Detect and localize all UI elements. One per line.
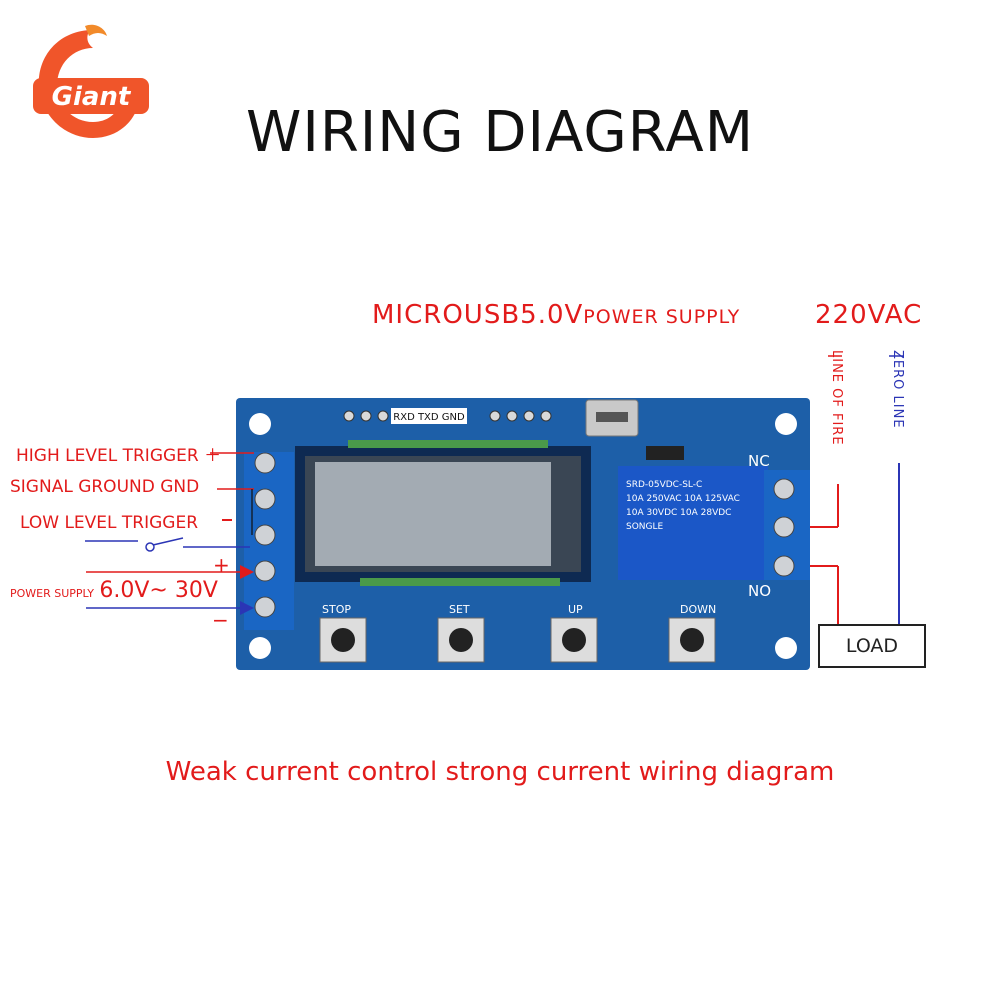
- set-button-label: SET: [449, 603, 470, 616]
- relay-label: SRD-05VDC-SL-C 10A 250VAC 10A 125VAC 10A…: [626, 478, 762, 534]
- relay-rating-2: 10A 30VDC 10A 28VDC: [626, 508, 732, 518]
- header-label: RXD TXD GND: [393, 412, 465, 423]
- usb-power-label: MICROUSB5.0VPOWER SUPPLY: [372, 300, 741, 330]
- ac-power-label: 220VAC: [815, 300, 923, 330]
- signal-ground-label: SIGNAL GROUND GND: [10, 477, 200, 497]
- minus-sign: −: [212, 608, 229, 632]
- relay-brand: SONGLE: [626, 522, 664, 532]
- logo-text: Giant: [52, 82, 132, 112]
- zero-line-label: ZERO LINE: [890, 350, 905, 429]
- plus-sign: +: [213, 553, 230, 577]
- nc-label: NC: [748, 452, 770, 470]
- line-of-fire-label: LINE OF FIRE: [829, 350, 844, 446]
- caption: Weak current control strong current wiri…: [165, 757, 835, 787]
- relay-model: SRD-05VDC-SL-C: [626, 480, 703, 490]
- low-level-trigger-label: LOW LEVEL TRIGGER: [20, 513, 199, 533]
- no-label: NO: [748, 582, 772, 600]
- stop-button-label: STOP: [322, 603, 351, 616]
- giant-logo: Giant: [33, 24, 149, 138]
- up-button-label: UP: [568, 603, 583, 616]
- load-box: LOAD: [818, 624, 926, 668]
- relay-rating-1: 10A 250VAC 10A 125VAC: [626, 494, 740, 504]
- power-supply-label: POWER SUPPLY 6.0V~ 30V: [10, 578, 218, 603]
- page-title: WIRING DIAGRAM: [245, 100, 755, 165]
- down-button-label: DOWN: [680, 603, 717, 616]
- high-level-trigger-label: HIGH LEVEL TRIGGER ＋: [16, 446, 222, 466]
